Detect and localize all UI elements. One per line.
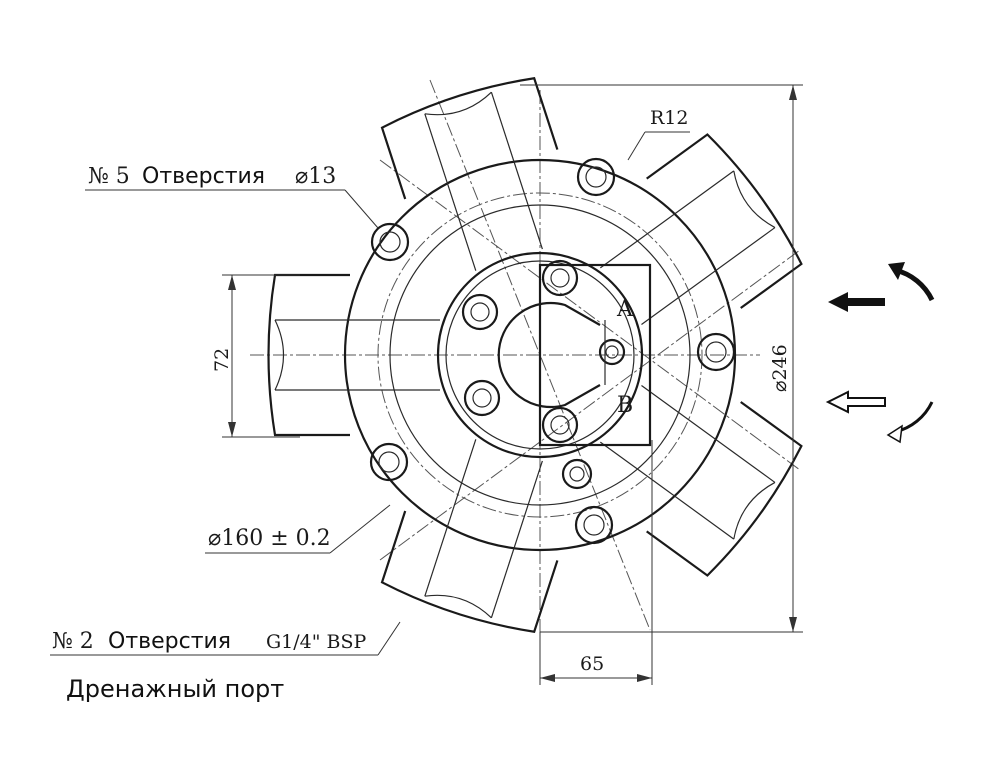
drain-port-label: Дренажный порт [66,675,284,703]
inner-bolt [461,293,499,331]
radius-label: R12 [650,107,688,129]
cylinder-arms [267,77,803,633]
mounting-hole [369,442,409,482]
holes5-size: ⌀13 [295,164,336,189]
mounting-hole [576,157,616,197]
mounting-holes [369,157,736,545]
holes2-word: Отверстия [108,629,231,654]
motor-body [343,158,737,552]
inner-bolt [561,458,593,490]
holes5-number: № 5 [88,164,130,189]
inner-bolts [461,259,593,490]
cylinder-top [380,77,559,271]
dim-246-label: ⌀246 [769,344,791,392]
inner-bolt [541,259,579,297]
cylinder-bottom [380,439,559,633]
holes5-word: Отверстия [142,164,265,189]
inner-bolt [463,379,501,417]
dimension-lines [50,84,803,685]
holes2-number: № 2 [52,629,94,654]
mounting-hole [696,332,736,372]
mounting-hole [574,505,614,545]
cylinder-bottom-right [599,384,803,577]
mounting-hole [370,222,410,262]
cylinder-left [267,273,440,437]
holes2-thread: G1/4" BSP [266,631,367,653]
dim-72-label: 72 [211,348,233,372]
port-b-label: B [617,393,633,418]
dim-65-label: 65 [580,653,604,675]
cylinder-top-right [599,133,803,326]
solid-left-arrow-icon [828,292,885,312]
rotation-cw-arrow-icon [888,262,935,302]
inner-bolt [541,406,579,444]
valve-block [497,263,652,447]
rotation-ccw-arrow-icon [886,401,934,444]
port-a-label: A [616,297,634,322]
dim-160-label: ⌀160 ± 0.2 [208,526,331,551]
hollow-left-arrow-icon [825,390,886,414]
